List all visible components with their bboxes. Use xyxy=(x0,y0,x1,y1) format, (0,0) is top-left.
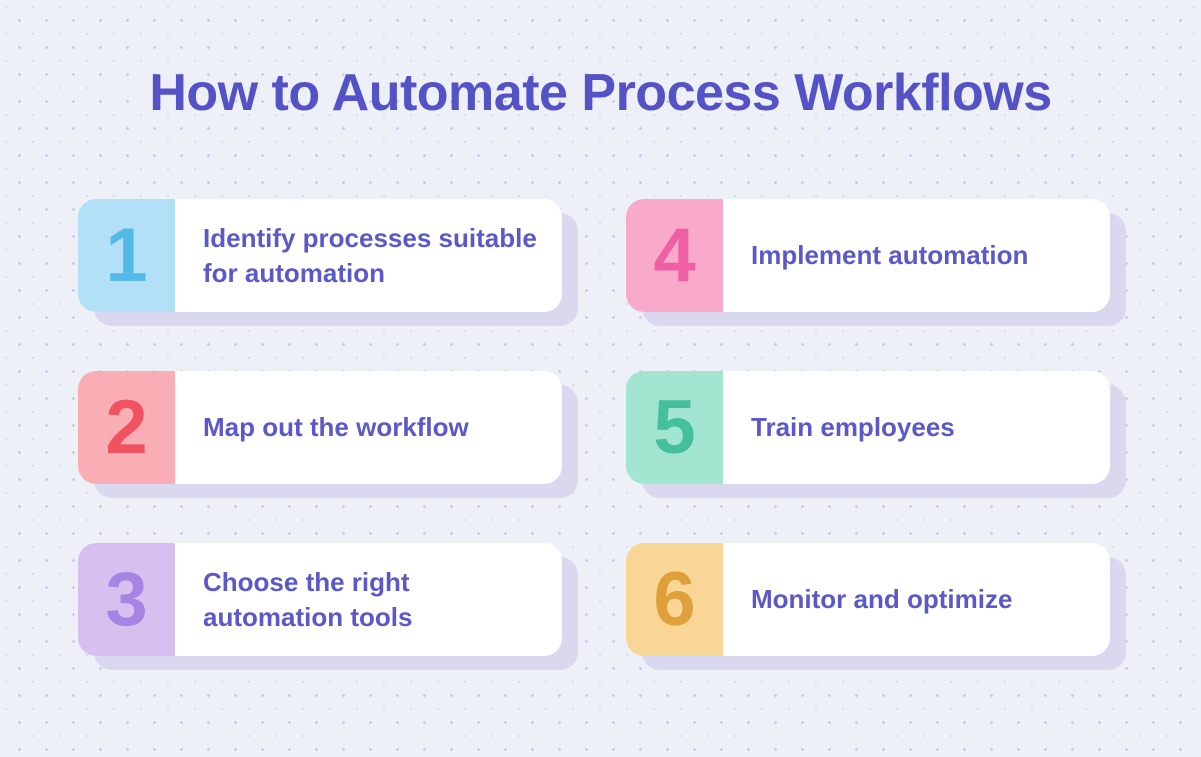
step-card-1: 1 Identify processes suitable for automa… xyxy=(78,199,562,313)
step-card-3: 3 Choose the right automation tools xyxy=(78,543,562,657)
step-label: Train employees xyxy=(751,412,955,443)
step-label: Monitor and optimize xyxy=(751,584,1013,615)
step-label: Identify processes suitable for automati… xyxy=(203,222,537,288)
step-label: Choose the right automation tools xyxy=(203,566,413,632)
step-card-2: 2 Map out the workflow xyxy=(78,371,562,485)
step-number-block: 4 xyxy=(626,199,723,313)
step-number-block: 2 xyxy=(78,371,175,485)
page-title: How to Automate Process Workflows xyxy=(149,64,1052,122)
step-number-block: 3 xyxy=(78,543,175,657)
step-card-4: 4 Implement automation xyxy=(626,199,1110,313)
step-label: Map out the workflow xyxy=(203,412,469,443)
step-number-block: 6 xyxy=(626,543,723,657)
step-card-6: 6 Monitor and optimize xyxy=(626,543,1110,657)
steps-grid: 1 Identify processes suitable for automa… xyxy=(78,199,1110,657)
step-number-block: 1 xyxy=(78,199,175,313)
step-label: Implement automation xyxy=(751,240,1029,271)
step-card-5: 5 Train employees xyxy=(626,371,1110,485)
step-number-block: 5 xyxy=(626,371,723,485)
